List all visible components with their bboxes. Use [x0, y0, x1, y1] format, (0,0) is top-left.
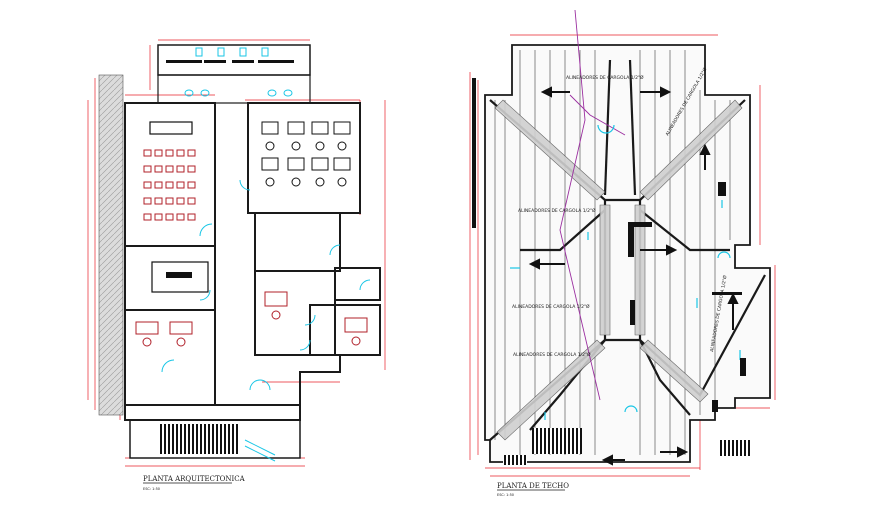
roof-plan-stairs — [503, 428, 750, 465]
roof-plan: ALINEADORES DE CARGOLA 1/2"Ø ALINEADORES… — [469, 9, 776, 497]
floor-plan: PLANTA ARQUITECTONICA ESC: 1:50 — [87, 39, 386, 491]
roof-note-1: ALINEADORES DE CARGOLA 1/2"Ø — [566, 74, 644, 81]
floor-plan-doors — [161, 179, 371, 391]
computer-lab — [261, 121, 351, 187]
section-cut-line — [559, 9, 601, 401]
roof-plan-scale: ESC: 1:50 — [497, 493, 514, 497]
restroom-block — [157, 44, 311, 104]
floor-plan-scale: ESC: 1:50 — [143, 487, 160, 491]
roof-drains — [510, 124, 741, 420]
roof-note-2: ALINEADORES DE CARGOLA 1/2"Ø — [518, 207, 596, 214]
roof-bands — [494, 99, 743, 441]
classroom-seating — [143, 121, 196, 221]
roof-plan-title: PLANTA DE TECHO — [497, 482, 569, 490]
hatched-wall-strip — [98, 74, 124, 416]
roof-details — [628, 182, 746, 412]
roof-note-3: ALINEADORES DE CARGOLA 1/2"Ø — [512, 303, 590, 310]
entrance-stairs — [129, 419, 301, 462]
office-furniture — [135, 291, 368, 347]
elevation-marker — [472, 78, 476, 228]
meeting-table — [151, 261, 209, 293]
floor-plan-title: PLANTA ARQUITECTONICA — [143, 475, 246, 483]
roof-note-4: ALINEADORES DE CARGOLA 1/2"Ø — [513, 351, 591, 358]
slope-arrows — [528, 86, 739, 466]
